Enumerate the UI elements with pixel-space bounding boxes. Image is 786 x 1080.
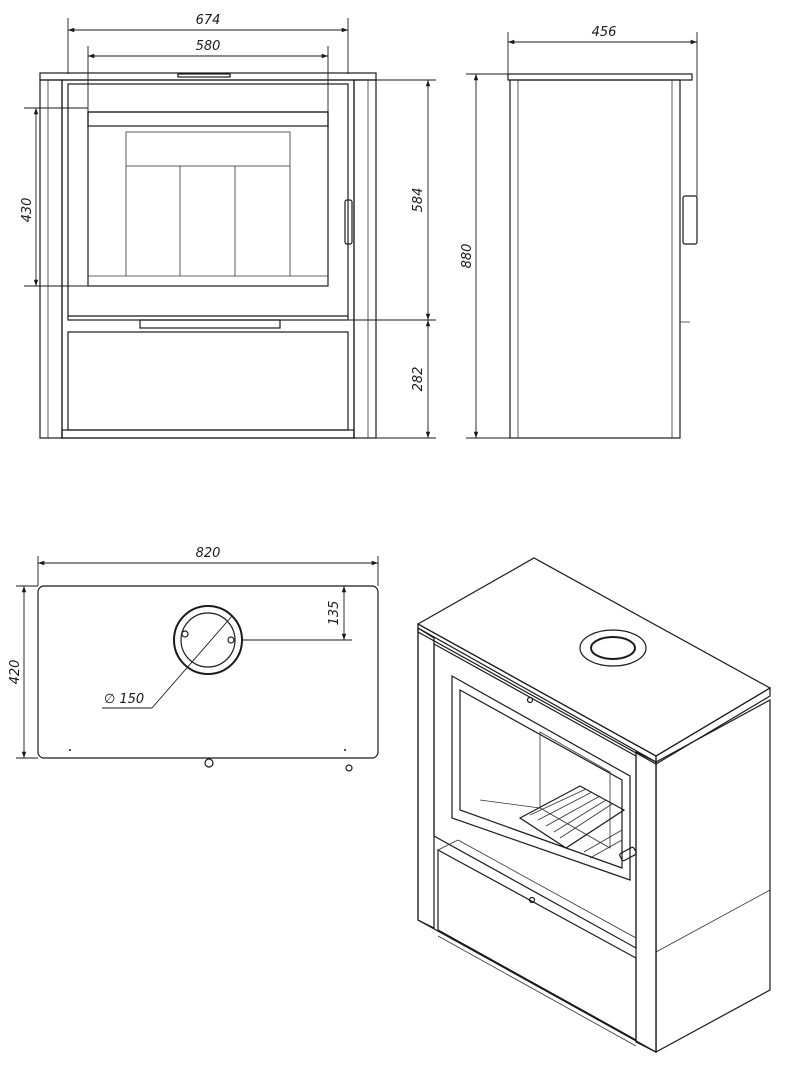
dim-depth: 456 bbox=[592, 25, 617, 40]
dim-flue-diameter: ∅150 bbox=[104, 692, 144, 707]
persp-right-side bbox=[655, 698, 771, 1054]
front-air-slider bbox=[139, 319, 281, 329]
front-door-handle bbox=[344, 199, 353, 245]
side-view: 456 880 bbox=[460, 25, 698, 439]
persp-flue-outer bbox=[579, 629, 647, 667]
top-handle-knob bbox=[204, 758, 214, 768]
front-right-column bbox=[353, 79, 377, 439]
side-door-handle bbox=[682, 195, 698, 245]
dim-base-height: 282 bbox=[411, 367, 426, 392]
top-plate bbox=[37, 585, 379, 759]
side-top-plate bbox=[507, 73, 693, 81]
dim-flue-offset: 135 bbox=[327, 601, 342, 626]
persp-door-handle bbox=[619, 846, 637, 862]
front-glass-window bbox=[87, 111, 329, 287]
front-body-frame bbox=[61, 79, 355, 439]
front-view: 674 580 430 584 282 bbox=[20, 13, 436, 439]
dim-door-width: 580 bbox=[196, 39, 221, 54]
dim-top-width: 820 bbox=[196, 546, 221, 561]
persp-grate bbox=[518, 785, 626, 849]
side-body bbox=[509, 79, 681, 439]
front-plinth bbox=[61, 429, 355, 439]
front-log-store bbox=[67, 331, 349, 431]
front-left-column bbox=[39, 79, 63, 439]
front-firebox-back bbox=[125, 131, 291, 167]
dim-top-depth: 420 bbox=[8, 660, 23, 685]
persp-left-column bbox=[417, 626, 435, 929]
dim-door-height: 584 bbox=[411, 188, 426, 213]
front-glass-top-bar bbox=[87, 111, 329, 127]
front-flue-collar bbox=[177, 73, 231, 78]
persp-door bbox=[433, 642, 637, 950]
dim-overall-width: 674 bbox=[196, 13, 221, 28]
top-air-knob bbox=[345, 764, 353, 772]
flue-outlet-inner bbox=[180, 612, 236, 668]
persp-flue-inner bbox=[590, 636, 636, 660]
top-view: 820 420 135 ∅150 bbox=[8, 546, 379, 772]
dim-total-height: 880 bbox=[460, 244, 475, 269]
perspective-view bbox=[416, 557, 772, 1054]
persp-glass bbox=[451, 674, 631, 881]
front-door bbox=[67, 83, 349, 321]
dim-window-height: 430 bbox=[20, 198, 35, 223]
